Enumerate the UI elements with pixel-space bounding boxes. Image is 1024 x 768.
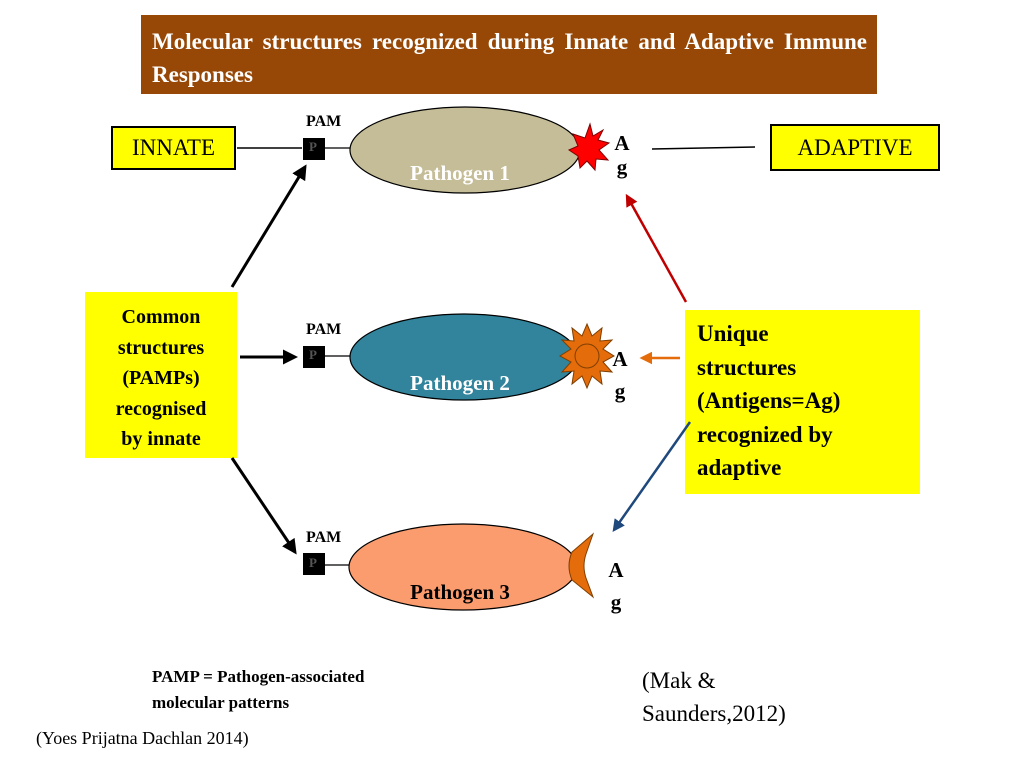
unique-line-2: structures	[697, 354, 797, 380]
pathogen-3-label: Pathogen 3	[410, 580, 510, 604]
pamp-receptor-2	[303, 346, 325, 368]
common-line-5: by innate	[121, 428, 201, 450]
unique-line-5: adaptive	[697, 455, 782, 480]
pamp-tag-2: PAM	[306, 321, 342, 338]
innate-label: INNATE	[111, 126, 236, 170]
pathogen-2-label: Pathogen 2	[410, 371, 510, 395]
blue-arrow-to-antigen-3	[612, 421, 692, 533]
ag-tag-3: A g	[608, 558, 624, 614]
pamp-tag-3: PAM	[306, 529, 342, 546]
antigen-3-cup-icon	[568, 532, 595, 599]
antigen-1-star-icon	[567, 122, 611, 172]
unique-structures-box: Unique structures (Antigens=Ag) recogniz…	[685, 310, 920, 494]
page-title: Molecular structures recognized during I…	[141, 15, 877, 94]
arrow-to-pathogen-1	[230, 164, 307, 288]
unique-line-4: recognized by	[697, 421, 833, 447]
author-credit: (Yoes Prijatna Dachlan 2014)	[36, 728, 249, 748]
pamp-receptor-1	[303, 138, 325, 160]
common-structures-box: Common structures (PAMPs) recognised by …	[85, 292, 237, 458]
ag-tag-2: A g	[612, 347, 628, 403]
adaptive-label: ADAPTIVE	[770, 124, 940, 171]
ag-tag-1: A g	[614, 131, 630, 179]
arrow-to-pathogen-3	[230, 457, 297, 555]
antigen-2-core	[574, 343, 600, 369]
unique-line-1: Unique	[697, 321, 769, 346]
pamp-tag-suffix-1: P	[309, 139, 317, 154]
common-line-3: (PAMPs)	[122, 367, 200, 389]
pamp-tag-suffix-2: P	[309, 347, 317, 362]
reference-citation: (Mak & Saunders,2012)	[642, 668, 786, 726]
pamp-tag-suffix-3: P	[309, 555, 317, 570]
pathogen-1-label: Pathogen 1	[410, 161, 510, 185]
pamp-receptor-3	[303, 553, 325, 575]
red-arrow-to-antigen-1	[625, 193, 688, 303]
common-line-1: Common	[121, 306, 201, 328]
pamp-definition-footnote: PAMP = Pathogen-associated molecular pat…	[152, 667, 365, 712]
unique-line-3: (Antigens=Ag)	[697, 388, 841, 413]
common-line-2: structures	[117, 336, 205, 359]
pamp-tag-1: PAM	[306, 113, 342, 130]
adaptive-connector-line	[651, 146, 756, 150]
common-line-4: recognised	[115, 397, 207, 420]
